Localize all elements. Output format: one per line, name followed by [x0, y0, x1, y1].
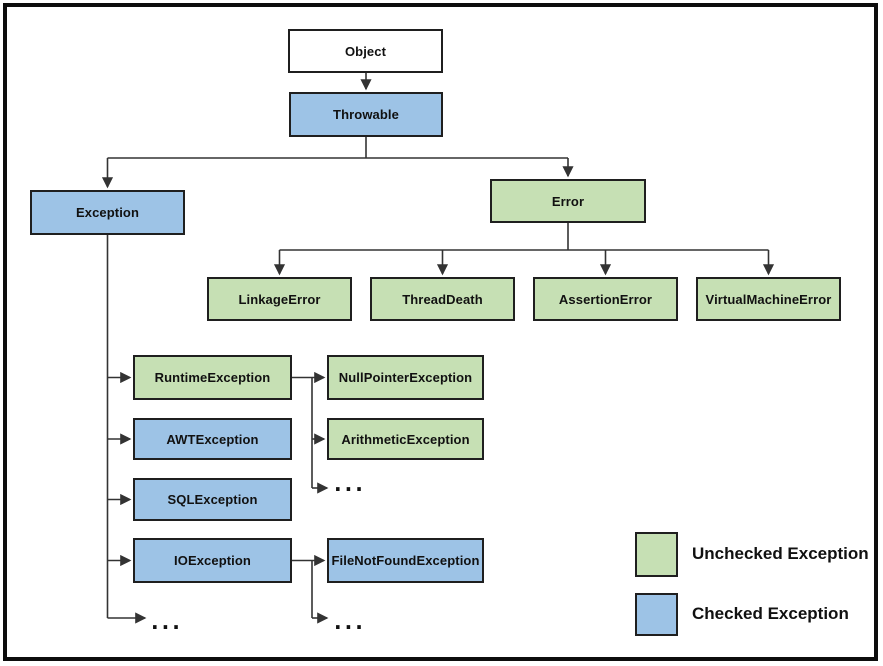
legend-checked-label: Checked Exception	[692, 604, 849, 623]
node-null-pointer-exception: NullPointerException	[327, 355, 484, 400]
ellipsis-io-children: ...	[334, 610, 366, 634]
node-throwable: Throwable	[289, 92, 443, 137]
node-awt-exception: AWTException	[133, 418, 292, 460]
node-object: Object	[288, 29, 443, 73]
node-io-exception: IOException	[133, 538, 292, 583]
node-assertion-error: AssertionError	[533, 277, 678, 321]
node-thread-death: ThreadDeath	[370, 277, 515, 321]
node-error: Error	[490, 179, 646, 223]
node-linkage-error: LinkageError	[207, 277, 352, 321]
legend-checked-swatch	[635, 593, 678, 636]
node-sql-exception: SQLException	[133, 478, 292, 521]
node-file-not-found-exception: FileNotFoundException	[327, 538, 484, 583]
node-exception: Exception	[30, 190, 185, 235]
legend-unchecked-swatch	[635, 532, 678, 577]
ellipsis-exception-children: ...	[151, 610, 183, 634]
node-virtual-machine-error: VirtualMachineError	[696, 277, 841, 321]
legend-unchecked-label: Unchecked Exception	[692, 544, 869, 563]
ellipsis-runtime-children: ...	[334, 472, 366, 496]
node-runtime-exception: RuntimeException	[133, 355, 292, 400]
node-arithmetic-exception: ArithmeticException	[327, 418, 484, 460]
